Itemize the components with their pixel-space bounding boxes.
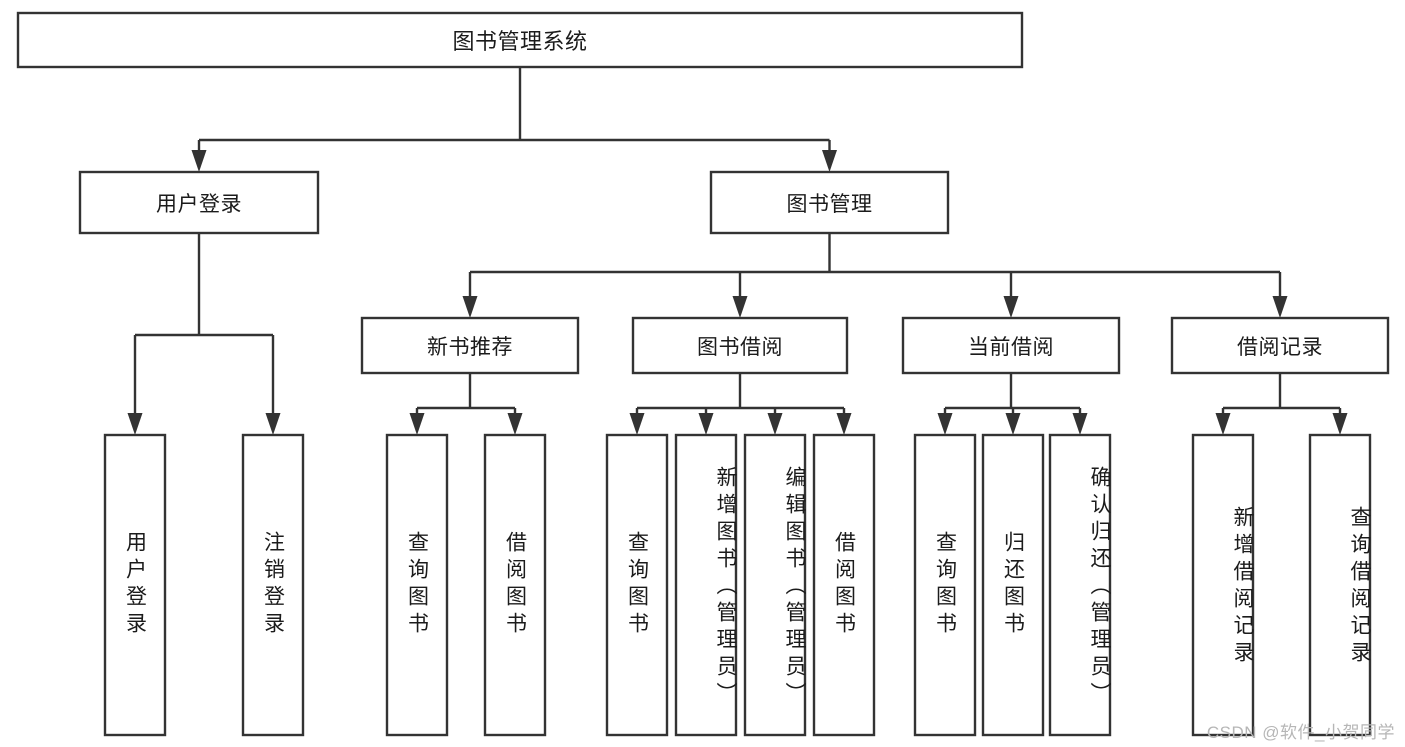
node-box-root[interactable] (16, 11, 1024, 69)
box-layer (16, 11, 1390, 737)
watermark: CSDN @软件_小贺同学 (1206, 723, 1395, 742)
node-box-borrow-records[interactable] (1170, 316, 1390, 375)
node-box-leaf-edit-book[interactable] (743, 433, 807, 737)
edge-arrowhead (462, 296, 478, 318)
node-box-leaf-query-book[interactable] (605, 433, 669, 737)
edge-arrowhead (629, 413, 645, 435)
edge-arrowhead (767, 413, 783, 435)
node-box-book-management[interactable] (709, 170, 950, 235)
edge-arrowhead (937, 413, 953, 435)
edge-arrowhead (1272, 296, 1288, 318)
edge-layer (127, 67, 1348, 435)
edge-arrowhead (1215, 413, 1231, 435)
node-box-leaf-add-book[interactable] (674, 433, 738, 737)
edge-arrowhead (1332, 413, 1348, 435)
edge-arrowhead (1072, 413, 1088, 435)
node-box-leaf-confirm-return[interactable] (1048, 433, 1112, 737)
node-box-new-book-recommend[interactable] (360, 316, 580, 375)
node-box-leaf-borrow-book[interactable] (812, 433, 876, 737)
edge-arrowhead (265, 413, 281, 435)
edge-arrowhead (836, 413, 852, 435)
edge-arrowhead (507, 413, 523, 435)
edge-arrowhead (127, 413, 143, 435)
node-box-leaf-add-record[interactable] (1191, 433, 1255, 737)
edge-arrowhead (698, 413, 714, 435)
node-box-book-borrow[interactable] (631, 316, 849, 375)
edge-arrowhead (409, 413, 425, 435)
edge-arrowhead (1003, 296, 1019, 318)
node-box-leaf-borrow-book-rec[interactable] (483, 433, 547, 737)
edge-arrowhead (191, 150, 207, 172)
node-box-leaf-query-record[interactable] (1308, 433, 1372, 737)
node-box-leaf-user-login[interactable] (103, 433, 167, 737)
node-box-leaf-logout[interactable] (241, 433, 305, 737)
node-box-leaf-query-book-cur[interactable] (913, 433, 977, 737)
node-box-leaf-query-book-rec[interactable] (385, 433, 449, 737)
node-box-current-borrow[interactable] (901, 316, 1121, 375)
edge-arrowhead (1005, 413, 1021, 435)
node-box-user-login[interactable] (78, 170, 320, 235)
node-box-leaf-return-book[interactable] (981, 433, 1045, 737)
edge-arrowhead (822, 150, 837, 172)
edge-arrowhead (732, 296, 748, 318)
